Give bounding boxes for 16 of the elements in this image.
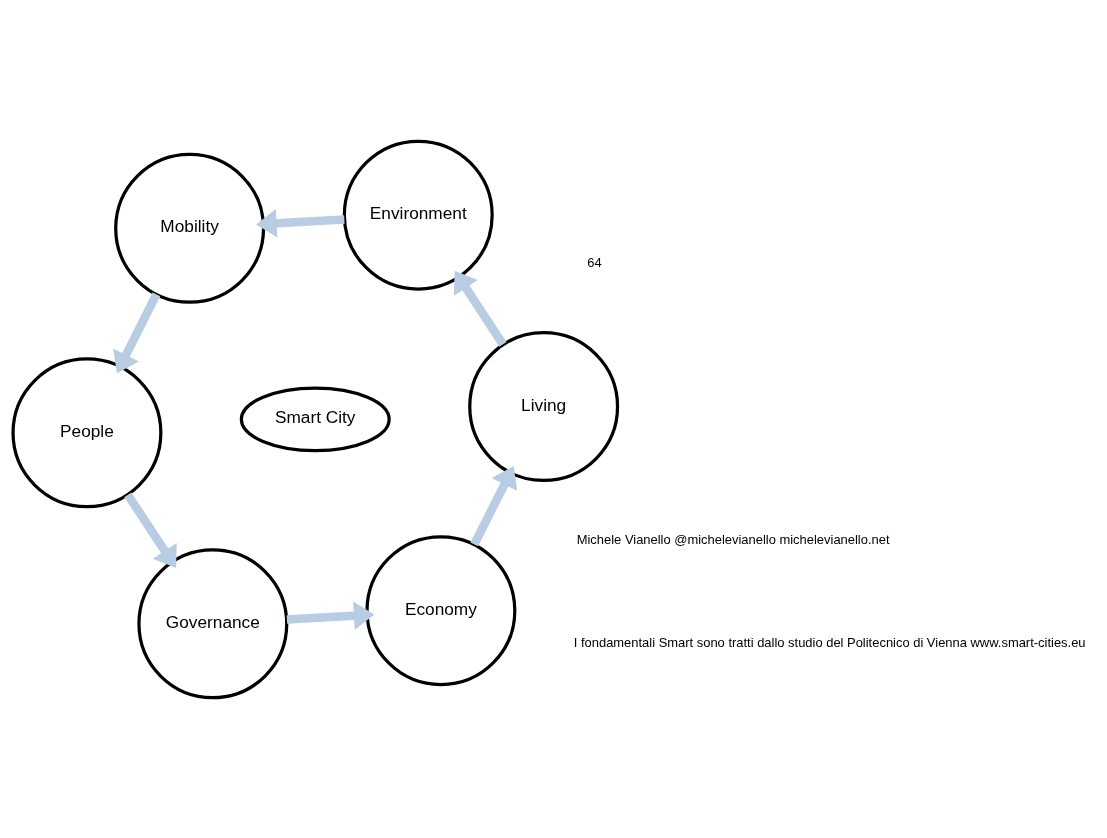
- node-circle: People: [11, 356, 163, 508]
- arrow: [256, 208, 345, 238]
- node-circle: Living: [468, 330, 620, 482]
- arrow: [453, 270, 507, 347]
- label: I fondamentali Smart sono tratti dallo studio del Politecnico di Vienna www.smart-cities.eu: [573, 634, 1086, 650]
- label: Michele Vianello @michelevianello michelevianello.net: [576, 531, 890, 547]
- node-ellipse: Smart City: [239, 385, 391, 452]
- node-circle: Environment: [342, 139, 494, 291]
- arrow: [124, 491, 177, 568]
- arrow: [470, 465, 518, 546]
- node-circle: Governance: [137, 547, 289, 699]
- arrow: [113, 292, 161, 373]
- node-circle: Economy: [365, 534, 517, 686]
- arrow: [286, 600, 375, 630]
- label: 64: [587, 254, 602, 270]
- node-circle: Mobility: [114, 152, 266, 304]
